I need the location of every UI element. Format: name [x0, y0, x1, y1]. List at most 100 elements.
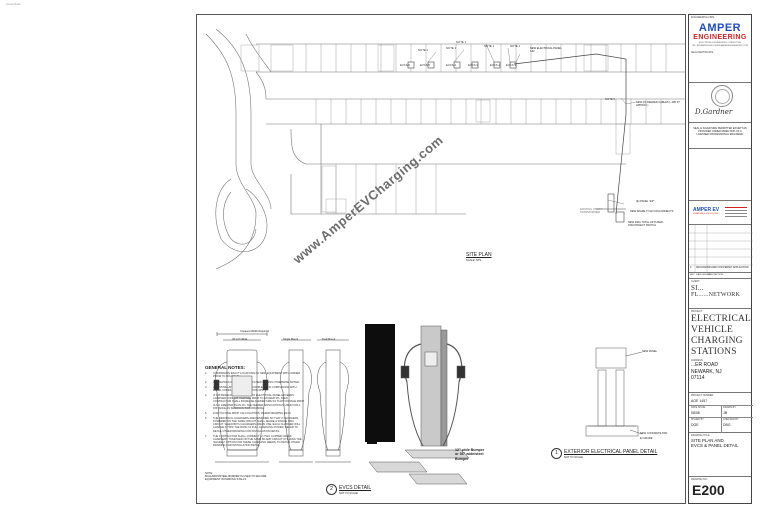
- drawing-title-2: EVCS & PANEL DETAIL: [691, 443, 739, 449]
- project-line-2: VEHICLE: [691, 325, 734, 335]
- seal-label: SEAL/CERTIFICATE: [691, 51, 714, 54]
- note-5-callout: NOTE 5: [605, 97, 616, 101]
- note-1-b: NOTE 1: [446, 46, 457, 50]
- client-logo-sub: CHARGING SOLUTIONS: [693, 213, 719, 215]
- transformer-callout: NEW 300A TOTAL AP FUSED DISCONNECT SWITC…: [628, 221, 663, 228]
- project-line-4: STATIONS: [691, 347, 737, 357]
- evcs-detail-note: NOTE: BOLLARDS/STEEL BUMPER IS USED TO S…: [205, 472, 275, 482]
- amper-logo-sub: ENGINEERING: [693, 34, 747, 41]
- checked-by-label: CHECKED BY:: [723, 418, 740, 421]
- general-note-number: 2.: [205, 380, 208, 384]
- evcs-label-3: EVCS 3: [468, 63, 478, 67]
- client-name: SI...: [691, 284, 704, 292]
- general-note-item: 6. THE INDIVIDUAL CHARGERS ARE DESIGNED S…: [205, 417, 305, 432]
- general-note-item: 5.FOR VOLTAGE DROP CALCULATIONS, REFER D…: [205, 412, 305, 415]
- drawing-title-block: SITE PLAN AND EVCS & PANEL DETAIL: [689, 438, 751, 449]
- evcs-detail-scale: NOT TO SCALE: [339, 492, 358, 495]
- client-label: CLIENT:: [691, 280, 700, 283]
- dim-label-3: Single Mount: [283, 338, 299, 341]
- general-note-number: 3.: [205, 385, 208, 389]
- feeder-callout: NEW (N) FEEDER CABLES (~185 FT APPROX.): [636, 101, 680, 108]
- rev-desc: ISSUED FOR PERMIT APPLICATION: [708, 266, 749, 269]
- panel-detail-scale: NOT TO SCALE: [564, 456, 583, 459]
- rev-row: 0: [690, 266, 692, 269]
- address-label: ADDRESS:: [691, 359, 704, 362]
- client-section: CLIENT: SI... FL......NETWORK: [689, 279, 751, 309]
- client-logo: AMPER EV: [693, 207, 720, 213]
- evcs-label-1: EVCS 1: [506, 63, 516, 67]
- project-line-3: CHARGING: [691, 336, 743, 346]
- drawn-by: JB: [723, 411, 728, 415]
- drawing-title-section: DRAWING TITLE: SITE PLAN AND EVCS & PANE…: [689, 433, 751, 477]
- project-info-section: PROJECT NUMBER: AOE 1457 DATE ISSUE: 08/…: [689, 393, 753, 433]
- general-note-number: 6.: [205, 417, 208, 421]
- rev-header-date: DATE ISSUED: [696, 274, 711, 276]
- site-plan-title: SITE PLAN: [466, 252, 492, 258]
- address-line-1: ...ER ROAD: [691, 362, 718, 368]
- dim-label-4: Dual Mount: [322, 338, 336, 341]
- revision-header: REV DATE ISSUED DESCRIPTION: [689, 273, 751, 279]
- bumper-note-2: or 36" wide/steel: [455, 452, 484, 457]
- project-line-1: ELECTRICAL: [691, 314, 752, 324]
- general-note-text: COORDINATE EXACT LOCATIONS OF NEW EQUIPM…: [213, 372, 301, 379]
- panel-detail-title: EXTERIOR ELECTRICAL PANEL DETAIL: [564, 449, 658, 455]
- project-number: AOE 1457: [691, 399, 708, 403]
- note-1-a: NOTE 1: [418, 48, 429, 52]
- general-note-item: 7.THE CONTRACTOR SHALL CONNECT (2) TWO C…: [205, 435, 305, 447]
- general-note-item: 1. COORDINATE EXACT LOCATIONS OF NEW EQUI…: [205, 372, 305, 378]
- e-panel-callout: (E) PANEL "EP": [636, 200, 655, 203]
- general-note-text: FOR VOLTAGE DROP CALCULATIONS, REFER DRA…: [213, 411, 292, 415]
- panel-detail-drawing: [585, 347, 643, 437]
- client-logo-lines: [725, 207, 747, 219]
- general-note-number: 4.: [205, 394, 208, 398]
- issued-by-label: ISSUED BY:: [691, 418, 705, 421]
- date-issue-label: DATE ISSUE:: [691, 406, 706, 409]
- general-note-item: 2. ALL DEVICES AND EQUIPMENT IS NEW UNLES…: [205, 381, 305, 384]
- general-note-text: THE CONTRACTOR SHALL CONNECT (2) TWO CLI…: [213, 434, 302, 448]
- sheet-border: [196, 14, 686, 504]
- rev-header-rev: REV: [690, 274, 695, 276]
- seal-icon: [711, 85, 733, 107]
- amper-logo: AMPER ENGINEERING ELECTRICAL ENGINEERING…: [689, 22, 751, 48]
- drawing-title-label: DRAWING TITLE:: [691, 434, 711, 437]
- cert-section: SEAL & SIGNATURE PERMITTED EXCEPT AS PRO…: [689, 123, 751, 149]
- general-note-text: THE INDIVIDUAL CHARGERS ARE DESIGNED SO …: [213, 417, 301, 433]
- blank-section: [689, 149, 751, 201]
- general-notes-title: GENERAL NOTES:: [205, 365, 246, 370]
- dim-label-2: 36 Inch Wide: [232, 338, 248, 341]
- amper-logo-word: AMPER: [698, 22, 742, 34]
- signature: D.Gardner: [695, 108, 733, 116]
- client-logo-section: AMPER EV CHARGING SOLUTIONS: [689, 201, 751, 225]
- project-number-label: PROJECT NUMBER:: [691, 394, 714, 397]
- revision-grid: [689, 225, 753, 273]
- general-note-text: ALL DEVICES AND EQUIPMENT IS NEW UNLESS …: [213, 380, 300, 384]
- checked-by: DBG: [723, 423, 731, 427]
- site-plan-scale: SCALE: NTS: [466, 259, 482, 262]
- new-panel-callout: NEW ELECTRICAL PANEL 1&2: [530, 47, 562, 54]
- engineering-firm-label: ENGINEERING FIRM: [691, 16, 715, 19]
- drawing-number: E200: [692, 482, 725, 498]
- evcs-label-5: EVCS 5: [420, 63, 430, 67]
- drawing-title-1: SITE PLAN AND: [691, 438, 724, 443]
- note-1-d: NOTE 1: [484, 44, 495, 48]
- amper-contact: TEL: 888-AMPER-ENG WWW.AMPERENGINEERING.…: [692, 45, 748, 47]
- evcs-label-4: EVCS 4: [446, 63, 456, 67]
- project-section: PROJECT: ELECTRICAL VEHICLE CHARGING STA…: [689, 309, 751, 393]
- disconnect-callout: NEW SPARE TO EV DISCONNECTS: [630, 210, 674, 213]
- drawing-number-section: DRAWING NO.: E200: [689, 477, 751, 505]
- general-note-number: 1.: [205, 372, 208, 376]
- dim-label-1: Unpaved Width Required: [240, 330, 269, 333]
- note-1-c: NOTE 1: [456, 40, 467, 44]
- panel-callout-1: NEW PANEL: [642, 350, 658, 353]
- panel-callout-2: NEW CONCRETE PAD: [640, 432, 668, 435]
- cert-text: SEAL & SIGNATURE PERMITTED EXCEPT AS PRO…: [693, 127, 747, 137]
- seal-section: D.Gardner: [689, 83, 751, 123]
- drawing-number-label: DRAWING NO.:: [691, 478, 709, 481]
- drawn-by-label: DRAWN BY:: [723, 406, 737, 409]
- title-block-logo-section: ENGINEERING FIRM AMPER ENGINEERING ELECT…: [689, 15, 751, 83]
- evcs-note-text: BOLLARDS/STEEL BUMPER IS USED TO SECURE …: [205, 475, 267, 482]
- title-block: ENGINEERING FIRM AMPER ENGINEERING ELECT…: [688, 14, 753, 505]
- bumper-note: 12" wide Bumper or 36" wide/steel Bumper: [455, 448, 484, 461]
- evcs-detail-number: 2: [326, 484, 337, 495]
- date-issue: 08/08: [691, 411, 700, 415]
